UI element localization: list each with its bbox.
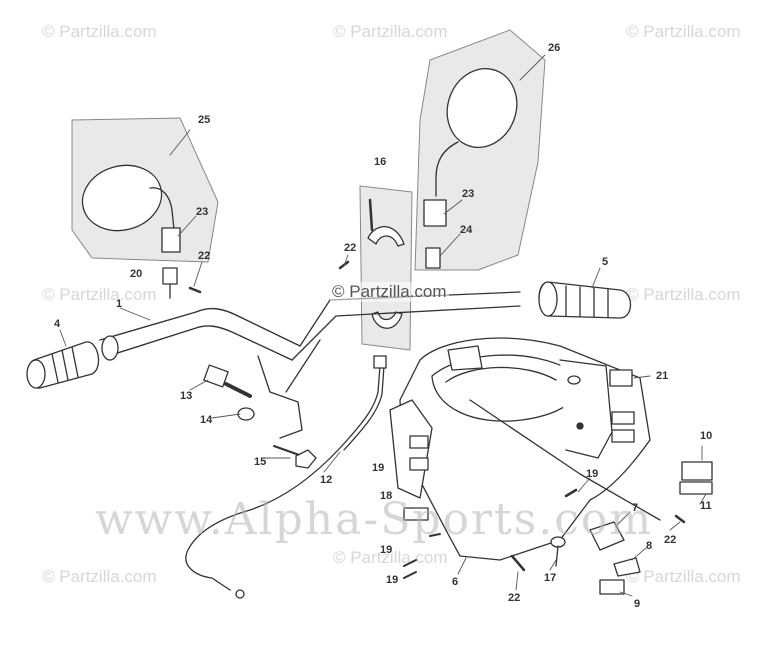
leader-lines [59,54,707,597]
watermark-top-right: © Partzilla.com [626,22,741,41]
callout-22-right: 22 [664,534,677,546]
clamp-panel [359,185,413,351]
callout-19-right: 19 [586,468,599,480]
callout-22-left: 22 [198,250,211,262]
callout-20: 20 [130,268,143,280]
callout-19-lower-b: 19 [386,574,399,586]
watermark-top-center: © Partzilla.com [333,22,448,41]
callout-1: 1 [116,298,123,310]
callout-25: 25 [198,114,211,126]
watermark-mid-left: © Partzilla.com [42,285,157,304]
callout-23-left: 23 [196,206,209,218]
left-mirror-panel [71,117,219,299]
watermark-mid-right: © Partzilla.com [626,285,741,304]
callout-4: 4 [54,318,61,330]
callout-22-bottom: 22 [508,592,521,604]
callout-19-upper: 19 [372,462,385,474]
watermark-bottom-center: © Partzilla.com [333,548,448,567]
watermark-bottom-left: © Partzilla.com [42,567,157,586]
watermark-alpha-sports: www.Alpha-Sports.com [95,494,654,545]
stem-bolts [203,364,317,469]
callout-19-lower-a: 19 [380,544,393,556]
callout-15: 15 [254,456,267,468]
right-grip [538,281,632,319]
callout-12: 12 [320,474,333,486]
callout-5: 5 [602,256,609,268]
handlebar-cover [389,337,661,561]
callout-9: 9 [634,598,641,610]
callout-11: 11 [700,500,712,512]
callout-18: 18 [380,490,393,502]
right-mirror-panel [414,29,546,271]
watermark-bottom-right: © Partzilla.com [626,567,741,586]
callout-21: 21 [656,370,669,382]
callout-16: 16 [374,156,387,168]
watermark-center: © Partzilla.com [330,282,449,302]
callout-17: 17 [544,572,557,584]
callout-7: 7 [632,502,639,514]
callout-13: 13 [180,390,193,402]
left-grip [26,341,100,389]
callout-24: 24 [460,224,473,236]
callout-23-right: 23 [462,188,475,200]
callout-10: 10 [700,430,713,442]
callout-14: 14 [200,414,213,426]
callout-22-center: 22 [344,242,357,254]
watermark-top-left: © Partzilla.com [42,22,157,41]
callout-26: 26 [548,42,561,54]
callout-6: 6 [452,576,459,588]
switch-parts [188,260,713,595]
throttle-cable [185,355,387,599]
callout-8: 8 [646,540,653,552]
